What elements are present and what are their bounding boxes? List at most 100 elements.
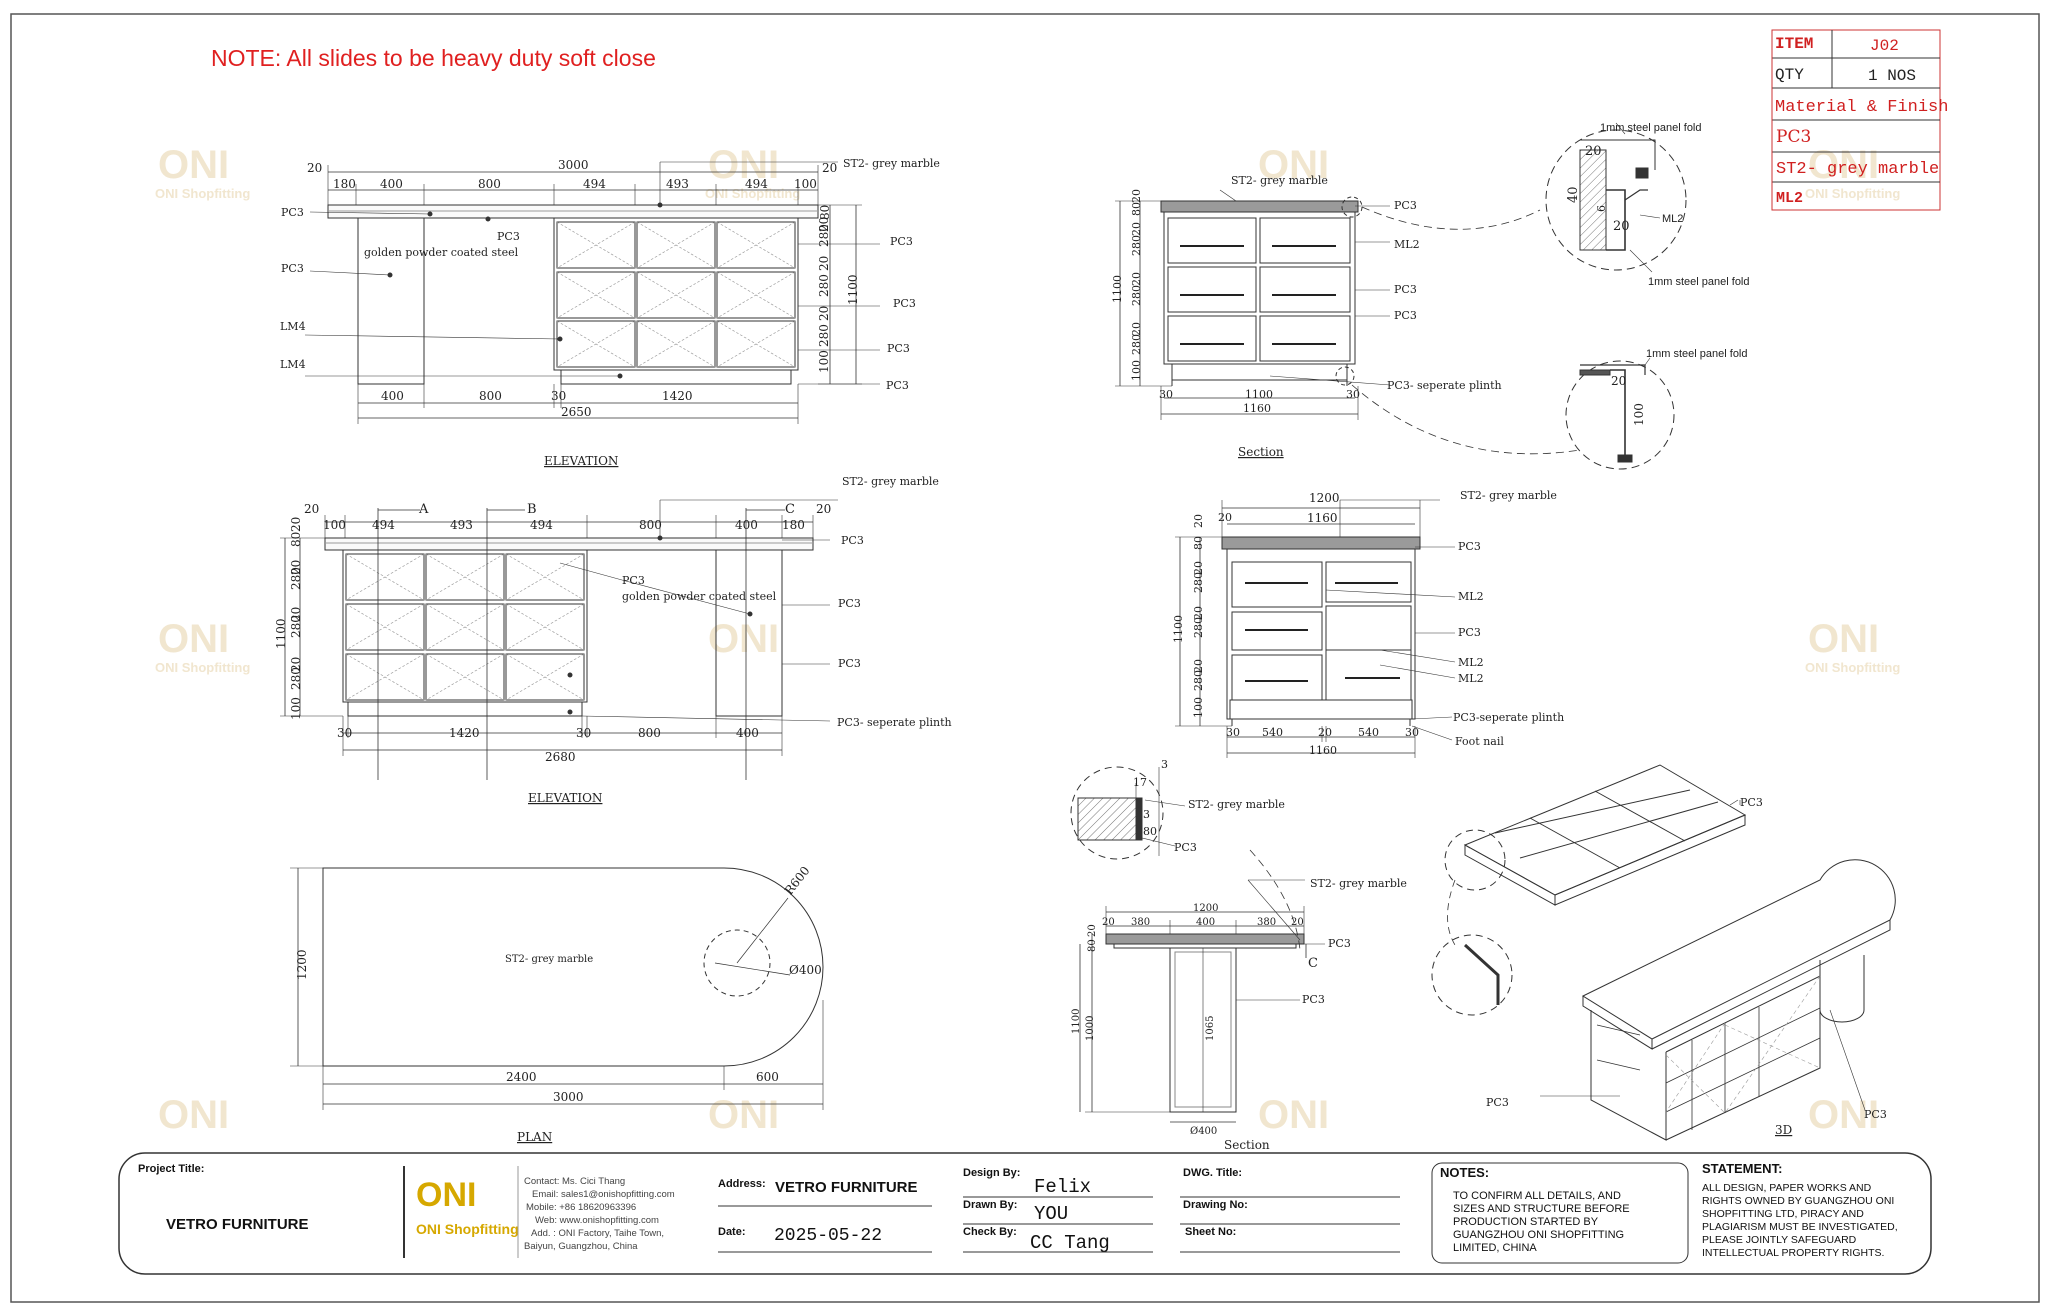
contact-line: Contact: Ms. Cici Thang xyxy=(524,1176,625,1187)
iso-desk xyxy=(1540,799,1896,1141)
dim: 20 xyxy=(1102,917,1115,928)
item-value: J02 xyxy=(1870,37,1899,55)
watermark: ONI xyxy=(1258,143,1329,187)
notes-label: NOTES: xyxy=(1440,1165,1489,1180)
plan-dim-total: 3000 xyxy=(553,1090,584,1104)
dim: 20 xyxy=(1192,561,1205,575)
statement-line: INTELLECTUAL PROPERTY RIGHTS. xyxy=(1702,1247,1884,1259)
callout-pc3: PC3 xyxy=(841,534,864,547)
title-block: Project Title: VETRO FURNITURE ONI ONI S… xyxy=(118,1152,1932,1275)
callout-steel-fold: 1mm steel panel fold xyxy=(1646,348,1748,360)
section-2-labels: 1200 1160 20 20 80 20 280 20 280 20 280 … xyxy=(1172,489,1564,757)
dim: 494 xyxy=(372,518,395,532)
callout-steel-fold: 1mm steel panel fold xyxy=(1600,122,1702,134)
dim: 280 xyxy=(1130,235,1143,256)
callout-lm4: LM4 xyxy=(280,358,306,371)
dim: 1100 xyxy=(1245,388,1273,401)
dim: 400 xyxy=(1196,917,1215,928)
dim: 800 xyxy=(639,518,662,532)
callout-lm4: LM4 xyxy=(280,320,306,333)
detail-bottom-labels: 1mm steel panel fold 20 100 xyxy=(1611,348,1748,426)
callout-pc3: PC3 xyxy=(1394,199,1417,212)
dim-total: 1200 xyxy=(1193,903,1218,914)
dim: 100 xyxy=(1192,697,1205,718)
dim: 380 xyxy=(1131,917,1150,928)
dim: 80 xyxy=(818,205,832,220)
section-3 xyxy=(1079,849,1325,1123)
callout-pc3: PC3 xyxy=(887,342,910,355)
dim: 20 xyxy=(1130,189,1143,203)
callout-plinth: PC3-seperate plinth xyxy=(1453,711,1564,724)
dim: 20 xyxy=(1192,606,1205,620)
dim: 20 xyxy=(289,607,303,622)
dim: 20 xyxy=(817,256,831,271)
dim: 280 xyxy=(817,224,831,247)
dim: 280 xyxy=(817,324,831,347)
dim: 20 xyxy=(1318,726,1332,739)
material-1: PC3 xyxy=(1776,127,1811,147)
dim: 400 xyxy=(736,726,759,740)
dim: 20 xyxy=(307,161,322,175)
callout-st2: ST2- grey marble xyxy=(1310,877,1407,890)
callout-pc3: PC3 xyxy=(281,262,304,275)
callout-pc3: PC3 xyxy=(1174,841,1197,854)
contact-line: Web: www.onishopfitting.com xyxy=(535,1215,659,1226)
dim: 280 xyxy=(289,667,303,690)
dim: 30 xyxy=(551,389,566,403)
watermark-sub: ONI Shopfitting xyxy=(155,660,250,675)
dim: 20 xyxy=(1291,917,1304,928)
dim: 280 xyxy=(817,274,831,297)
project-title-label: Project Title: xyxy=(138,1163,204,1175)
section-marker-b: B xyxy=(527,502,537,517)
elevation-2 xyxy=(280,499,838,780)
dim: 380 xyxy=(1257,917,1276,928)
oni-logo: ONI xyxy=(416,1176,476,1214)
oni-logo-sub: ONI Shopfitting xyxy=(416,1221,519,1237)
callout-ml2: ML2 xyxy=(1394,238,1420,251)
dim: 800 xyxy=(478,177,501,191)
dim: 80 xyxy=(1130,202,1143,216)
section-marker-a: A xyxy=(418,502,429,517)
callout-pc3: PC3 xyxy=(1458,626,1481,639)
dim: 540 xyxy=(1358,726,1379,739)
callout-golden: golden powder coated steel xyxy=(364,246,519,259)
dim: 3 xyxy=(1143,808,1150,821)
callout-pc3: PC3 xyxy=(1458,540,1481,553)
callout-pc3: PC3 xyxy=(893,297,916,310)
dim-total: 1160 xyxy=(1243,402,1271,415)
material-label: Material & Finish xyxy=(1775,98,1948,117)
dwg-title-label: DWG. Title: xyxy=(1183,1167,1242,1179)
dim: 280 xyxy=(1130,334,1143,355)
view-title-3d: 3D xyxy=(1775,1123,1792,1137)
dim-total: 1160 xyxy=(1309,744,1337,757)
dim: 280 xyxy=(1130,285,1143,306)
dim-height: 1100 xyxy=(1071,1009,1082,1034)
callout-st2: ST2- grey marble xyxy=(843,157,940,170)
plan-depth: 1200 xyxy=(295,949,309,980)
dim: 80 xyxy=(1143,825,1157,838)
project-title: VETRO FURNITURE xyxy=(166,1216,309,1233)
dim: 494 xyxy=(530,518,553,532)
dim: 20 xyxy=(1087,924,1098,937)
callout-ml2: ML2 xyxy=(1458,656,1484,669)
dim: 1420 xyxy=(449,726,480,740)
plan-material: ST2- grey marble xyxy=(505,954,593,965)
watermark: ONI xyxy=(1808,143,1879,187)
dim: 17 xyxy=(1133,776,1147,789)
notes-line: LIMITED, CHINA xyxy=(1453,1242,1537,1254)
dim: 540 xyxy=(1262,726,1283,739)
material-2: ST2- grey marble xyxy=(1776,160,1939,179)
watermark: ONI xyxy=(158,1093,229,1137)
notes-line: PRODUCTION STARTED BY xyxy=(1453,1216,1599,1228)
check-label: Check By: xyxy=(963,1226,1017,1238)
dim: 3 xyxy=(1161,758,1168,771)
address-value: VETRO FURNITURE xyxy=(775,1179,918,1196)
dim: 280 xyxy=(1192,617,1205,638)
detail-top-labels: 1mm steel panel fold 1mm steel panel fol… xyxy=(1566,122,1750,288)
dim: 100 xyxy=(817,350,831,373)
watermark-layer: ONI ONI ONI ONI ONI ONI ONI ONI ONI ONI … xyxy=(155,143,1900,1137)
qty-value: 1 NOS xyxy=(1868,67,1916,85)
dim: 800 xyxy=(479,389,502,403)
callout-pc3: PC3 xyxy=(622,574,645,587)
callout-ml2: ML2 xyxy=(1458,590,1484,603)
